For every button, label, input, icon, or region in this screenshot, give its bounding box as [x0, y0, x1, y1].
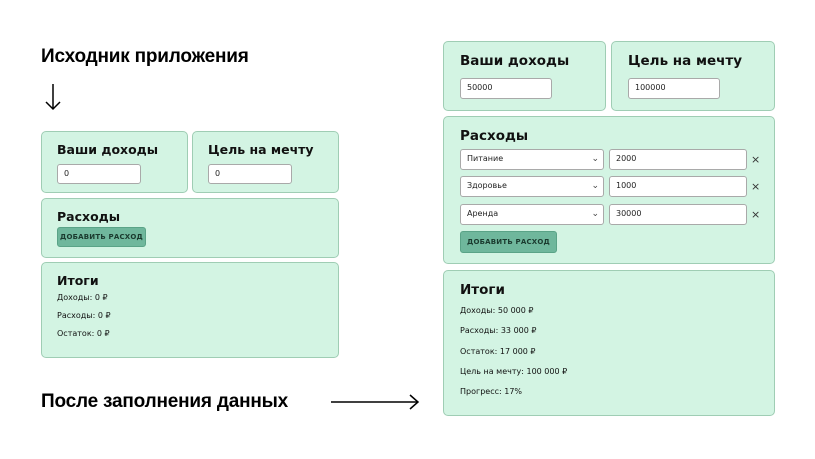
before-totals-card: Итоги Доходы: 0 ₽ Расходы: 0 ₽ Остаток: … — [41, 262, 339, 358]
close-icon[interactable]: × — [751, 208, 761, 221]
category-value: Аренда — [467, 209, 499, 218]
total-income: Доходы: 0 ₽ — [57, 293, 108, 302]
close-icon[interactable]: × — [751, 153, 761, 166]
expense-category-select[interactable]: Питание ⌄ — [460, 149, 604, 170]
total-expenses: Расходы: 33 000 ₽ — [460, 326, 537, 335]
goal-title: Цель на мечту — [628, 53, 743, 69]
total-income: Доходы: 50 000 ₽ — [460, 306, 534, 315]
expenses-title: Расходы — [460, 128, 529, 144]
category-value: Здоровье — [467, 181, 507, 190]
goal-title: Цель на мечту — [208, 142, 314, 157]
totals-title: Итоги — [57, 273, 99, 288]
after-totals-card: Итоги Доходы: 50 000 ₽ Расходы: 33 000 ₽… — [443, 270, 775, 416]
close-icon[interactable]: × — [751, 180, 761, 193]
income-title: Ваши доходы — [460, 53, 570, 69]
expense-amount-input[interactable]: 30000 — [609, 204, 747, 225]
total-remainder: Остаток: 0 ₽ — [57, 329, 110, 338]
after-income-card: Ваши доходы 50000 — [443, 41, 606, 111]
add-expense-button[interactable]: ДОБАВИТЬ РАСХОД — [460, 231, 557, 253]
income-input[interactable]: 0 — [57, 164, 141, 184]
before-goal-card: Цель на мечту 0 — [192, 131, 339, 193]
category-value: Питание — [467, 154, 504, 163]
chevron-down-icon: ⌄ — [591, 209, 599, 219]
expense-amount-input[interactable]: 2000 — [609, 149, 747, 170]
after-expenses-card: Расходы Питание ⌄ 2000 × Здоровье ⌄ 1000… — [443, 116, 775, 264]
goal-input[interactable]: 0 — [208, 164, 292, 184]
expense-amount-input[interactable]: 1000 — [609, 176, 747, 197]
original-app-heading: Исходник приложения — [41, 46, 249, 67]
arrow-down-icon — [45, 84, 61, 111]
totals-title: Итоги — [460, 282, 505, 298]
before-expenses-card: Расходы ДОБАВИТЬ РАСХОД — [41, 198, 339, 258]
total-goal: Цель на мечту: 100 000 ₽ — [460, 367, 568, 376]
expense-category-select[interactable]: Здоровье ⌄ — [460, 176, 604, 197]
income-title: Ваши доходы — [57, 142, 159, 157]
chevron-down-icon: ⌄ — [591, 181, 599, 191]
chevron-down-icon: ⌄ — [591, 154, 599, 164]
add-expense-button[interactable]: ДОБАВИТЬ РАСХОД — [57, 227, 146, 247]
after-goal-card: Цель на мечту 100000 — [611, 41, 775, 111]
income-input[interactable]: 50000 — [460, 78, 552, 99]
expense-category-select[interactable]: Аренда ⌄ — [460, 204, 604, 225]
total-progress: Прогресс: 17% — [460, 387, 523, 396]
after-fill-heading: После заполнения данных — [41, 391, 289, 412]
expenses-title: Расходы — [57, 209, 121, 224]
total-remainder: Остаток: 17 000 ₽ — [460, 347, 536, 356]
total-expenses: Расходы: 0 ₽ — [57, 311, 111, 320]
arrow-right-icon — [331, 394, 420, 410]
before-income-card: Ваши доходы 0 — [41, 131, 188, 193]
goal-input[interactable]: 100000 — [628, 78, 720, 99]
